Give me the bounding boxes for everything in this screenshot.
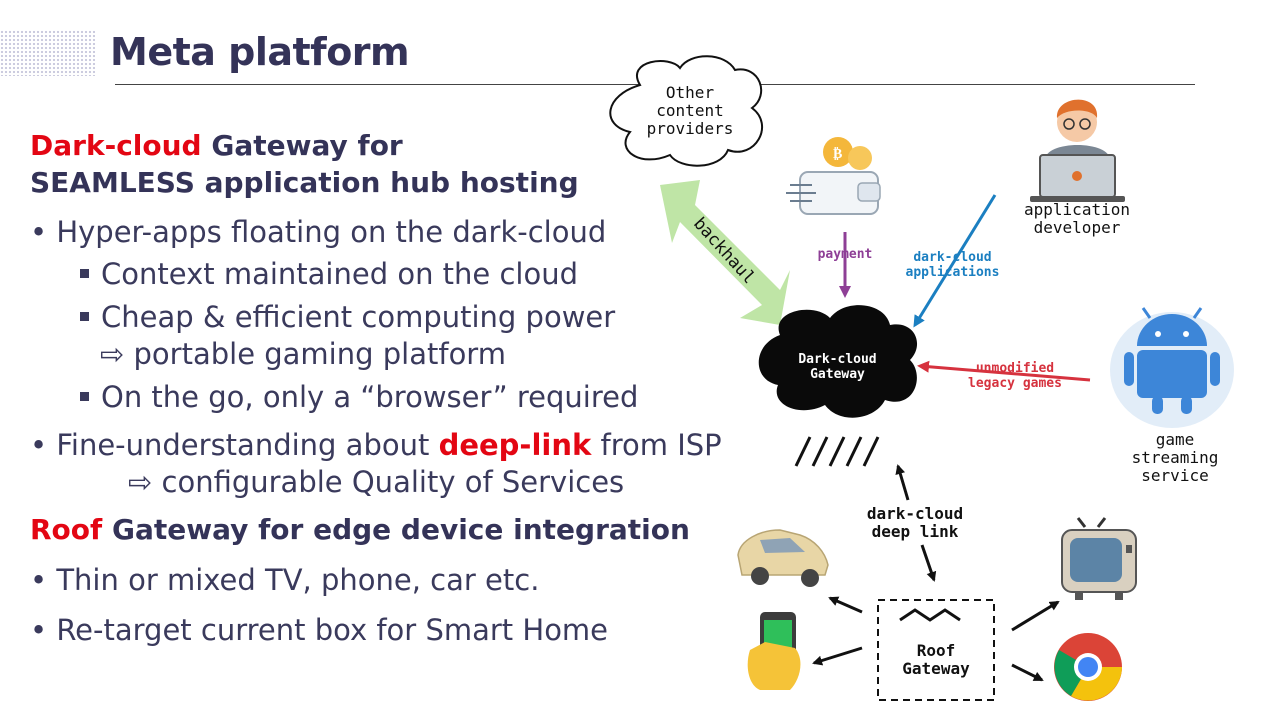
dark-cloud-apps-label: dark-cloud applications: [895, 250, 1010, 280]
apps-arrow: [913, 194, 997, 328]
section1-heading-line2: SEAMLESS application hub hosting: [30, 166, 579, 199]
content-providers-line2: content: [656, 101, 724, 120]
apps-label-line1: dark-cloud: [913, 250, 992, 265]
deep-link-line1: dark-cloud: [866, 504, 964, 523]
to-phone-arrow: [812, 646, 863, 666]
car-icon: [737, 529, 829, 587]
square-bullet-icon: [80, 391, 89, 401]
subbullet-context: Context maintained on the cloud: [80, 256, 578, 292]
content-providers-line3: providers: [646, 119, 734, 138]
subbullet-cheap: Cheap & efficient computing power: [80, 299, 615, 335]
dark-cloud-gateway-shape: [758, 305, 918, 418]
bullet-retarget: • Re-target current box for Smart Home: [30, 613, 609, 647]
to-car-arrow: [828, 596, 863, 614]
roof-gateway-label: Roof Gateway: [884, 642, 988, 678]
section1-heading-red: Dark-cloud: [30, 129, 202, 162]
gateway-label-line1: Dark-cloud: [798, 352, 877, 367]
content-providers-cloud: [609, 55, 764, 167]
developer-line1: application: [1024, 200, 1130, 219]
apps-label-line2: applications: [905, 265, 1000, 280]
dark-cloud-gateway-label: Dark-cloud Gateway: [780, 352, 895, 382]
android-icon: [1110, 307, 1234, 428]
games-label-line2: legacy games: [968, 376, 1062, 391]
section2-heading-red: Roof: [30, 513, 103, 546]
section1-heading-rest: Gateway for: [201, 129, 403, 162]
subbullet-browser-text: On the go, only a “browser” required: [101, 380, 639, 414]
app-developer-label: application developer: [1012, 201, 1142, 237]
roof-icon: [899, 608, 961, 622]
bullet-deeplink-line2: ⇨ configurable Quality of Services: [128, 465, 625, 499]
section1-heading: Dark-cloud Gateway for: [30, 128, 403, 164]
section2-heading-rest: Gateway for edge device integration: [102, 513, 690, 546]
bullet-hyper-apps: • Hyper-apps floating on the dark-cloud: [30, 215, 607, 249]
roof-gateway-line2: Gateway: [902, 659, 970, 678]
developer-line2: developer: [1033, 218, 1121, 237]
games-arrow: [917, 360, 1091, 382]
section2-heading: Roof Gateway for edge device integration: [30, 512, 690, 548]
to-chrome-arrow: [1011, 663, 1044, 682]
streaming-line1: game: [1155, 430, 1195, 449]
games-label-line1: unmodified: [975, 361, 1055, 376]
streaming-line2: streaming: [1131, 448, 1219, 467]
bullet-thin-tv-text: Thin or mixed TV, phone, car etc.: [56, 563, 540, 597]
deep-link-line2: deep link: [871, 522, 959, 541]
backhaul-arrow: [660, 180, 790, 325]
bullet-hyper-apps-text: Hyper-apps floating on the dark-cloud: [56, 215, 607, 249]
game-streaming-label: game streaming service: [1115, 431, 1235, 485]
wallet-icon: ₿: [786, 137, 881, 215]
bullet-deeplink-post: from ISP: [591, 428, 722, 462]
bullet-deeplink-word: deep-link: [438, 428, 592, 462]
bullet-retarget-text: Re-target current box for Smart Home: [56, 613, 609, 647]
deep-link-label: dark-cloud deep link: [850, 505, 980, 541]
bullet-deeplink-pre: Fine-understanding about: [56, 428, 439, 462]
content-providers-line1: Other: [665, 83, 715, 102]
subbullet-cheap-text: Cheap & efficient computing power: [101, 300, 616, 334]
subbullet-context-text: Context maintained on the cloud: [101, 257, 579, 291]
chrome-icon: [1054, 633, 1122, 701]
bullet-deeplink: • Fine-understanding about deep-link fro…: [30, 428, 722, 462]
deep-link-up-arrow: [895, 464, 910, 501]
bullet-thin-tv: • Thin or mixed TV, phone, car etc.: [30, 563, 540, 597]
subbullet-browser: On the go, only a “browser” required: [80, 379, 638, 415]
deep-link-signal: [794, 436, 880, 467]
deep-link-down-arrow: [920, 544, 937, 582]
legacy-games-label: unmodified legacy games: [950, 361, 1080, 391]
phone-icon: [747, 612, 801, 690]
subbullet-cheap-line2: ⇨ portable gaming platform: [100, 337, 506, 371]
decorative-dots: [0, 30, 95, 76]
tv-icon: [1061, 517, 1137, 600]
roof-gateway-line1: Roof: [916, 641, 956, 660]
payment-label: payment: [817, 247, 873, 262]
square-bullet-icon: [80, 268, 89, 278]
developer-icon: [1030, 99, 1125, 202]
gateway-label-line2: Gateway: [810, 367, 865, 382]
content-providers-label: Other content providers: [642, 84, 738, 138]
page-title: Meta platform: [110, 30, 410, 74]
to-tv-arrow: [1011, 600, 1060, 632]
streaming-line3: service: [1141, 466, 1209, 485]
square-bullet-icon: [80, 311, 89, 321]
svg-text:₿: ₿: [833, 146, 842, 162]
